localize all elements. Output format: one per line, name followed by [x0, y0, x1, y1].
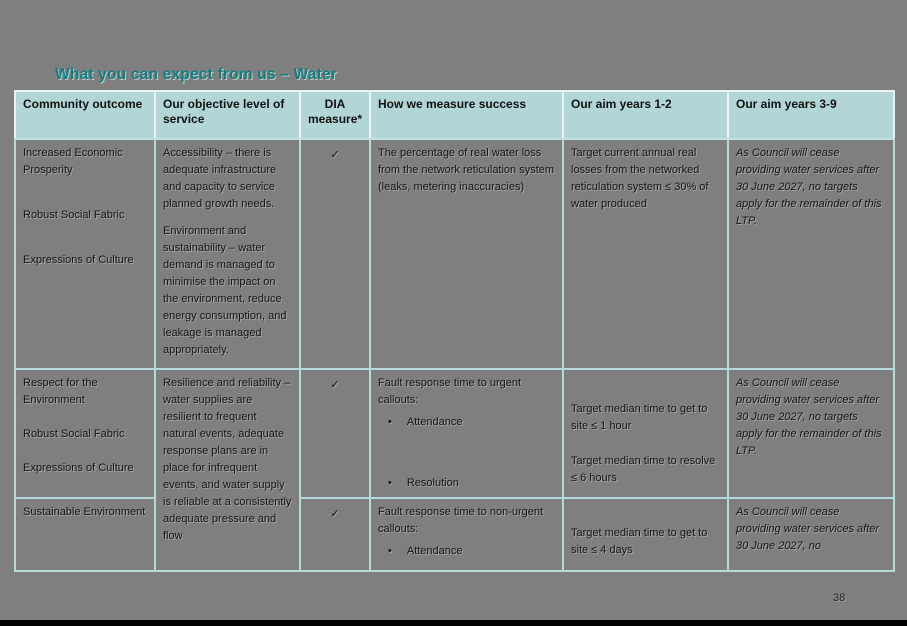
cell-dia-measure: ✓ — [299, 497, 371, 572]
cell-aim-years-3-9: As Council will cease providing water se… — [727, 497, 895, 572]
header-aim-years-1-2: Our aim years 1-2 — [562, 90, 729, 140]
cell-measure-success: The percentage of real water loss from t… — [369, 138, 564, 370]
header-aim-years-3-9: Our aim years 3-9 — [727, 90, 895, 140]
measure-bullet: • Resolution — [378, 475, 555, 492]
aim-text: Target median time to get to site ≤ 4 da… — [571, 527, 708, 556]
measure-text: Fault response time to urgent callouts: — [378, 377, 522, 406]
aim-note: As Council will cease providing water se… — [736, 147, 882, 227]
aim-text: Target median time to get to site ≤ 1 ho… — [571, 403, 708, 432]
cell-community-outcome: Respect for the Environment Robust Socia… — [14, 368, 156, 499]
bullet-text: Attendance — [406, 416, 463, 428]
table-row: Increased Economic Prosperity Robust Soc… — [14, 138, 895, 370]
checkmark-icon: ✓ — [330, 508, 340, 520]
cell-aim-years-1-2: Target median time to get to site ≤ 4 da… — [562, 497, 729, 572]
page-title: What you can expect from us – Water — [55, 66, 338, 83]
cell-objective-level: Resilience and reliability – water suppl… — [154, 368, 301, 572]
cell-aim-years-3-9: As Council will cease providing water se… — [727, 368, 895, 499]
outcome-item: Expressions of Culture — [23, 462, 134, 474]
cell-community-outcome: Increased Economic Prosperity Robust Soc… — [14, 138, 156, 370]
header-objective-level: Our objective level of service — [154, 90, 301, 140]
measure-bullet: • Attendance — [378, 543, 555, 560]
cell-aim-years-1-2: Target current annual real losses from t… — [562, 138, 729, 370]
checkmark-icon: ✓ — [330, 379, 340, 391]
measure-text: The percentage of real water loss from t… — [378, 147, 555, 193]
table-row: Respect for the Environment Robust Socia… — [14, 368, 895, 572]
bullet-icon: • — [388, 477, 392, 489]
measure-bullet: • Attendance — [378, 414, 555, 431]
header-dia-measure: DIA measure* — [299, 90, 371, 140]
outcome-item: Expressions of Culture — [23, 254, 134, 266]
aim-note: As Council will cease providing water se… — [736, 377, 882, 457]
objective-paragraph: Accessibility – there is adequate infras… — [163, 147, 277, 210]
aim-text: Target median time to resolve ≤ 6 hours — [571, 455, 716, 484]
header-community-outcome: Community outcome — [14, 90, 156, 140]
table-row: Sustainable Environment ✓ Fault response… — [14, 497, 895, 572]
cell-measure-success: Fault response time to urgent callouts: … — [369, 368, 564, 499]
levels-of-service-table: Community outcome Our objective level of… — [14, 90, 895, 572]
bullet-icon: • — [388, 416, 392, 428]
table-header-row: Community outcome Our objective level of… — [14, 90, 895, 140]
window-bottom-edge — [0, 620, 907, 626]
outcome-item: Respect for the Environment — [23, 377, 98, 406]
bullet-text: Attendance — [406, 545, 463, 557]
cell-objective-level: Accessibility – there is adequate infras… — [154, 138, 301, 370]
objective-paragraph: Resilience and reliability – water suppl… — [163, 377, 292, 542]
bullet-icon: • — [388, 545, 392, 557]
cell-aim-years-1-2: Target median time to get to site ≤ 1 ho… — [562, 368, 729, 499]
cell-community-outcome: Sustainable Environment — [14, 497, 156, 572]
header-how-we-measure: How we measure success — [369, 90, 564, 140]
objective-paragraph: Environment and sustainability – water d… — [163, 225, 287, 356]
cell-aim-years-3-9: As Council will cease providing water se… — [727, 138, 895, 370]
measure-text: Fault response time to non-urgent callou… — [378, 506, 544, 535]
page-number: 38 — [833, 592, 846, 604]
cell-measure-success: Fault response time to non-urgent callou… — [369, 497, 564, 572]
aim-note: As Council will cease providing water se… — [736, 506, 880, 552]
outcome-item: Sustainable Environment — [23, 506, 146, 518]
outcome-item: Robust Social Fabric — [23, 428, 125, 440]
cell-dia-measure: ✓ — [299, 368, 371, 499]
bullet-text: Resolution — [406, 477, 459, 489]
outcome-item: Robust Social Fabric — [23, 209, 125, 221]
cell-dia-measure: ✓ — [299, 138, 371, 370]
aim-text: Target current annual real losses from t… — [571, 147, 709, 210]
checkmark-icon: ✓ — [330, 149, 340, 161]
outcome-item: Increased Economic Prosperity — [23, 147, 123, 176]
